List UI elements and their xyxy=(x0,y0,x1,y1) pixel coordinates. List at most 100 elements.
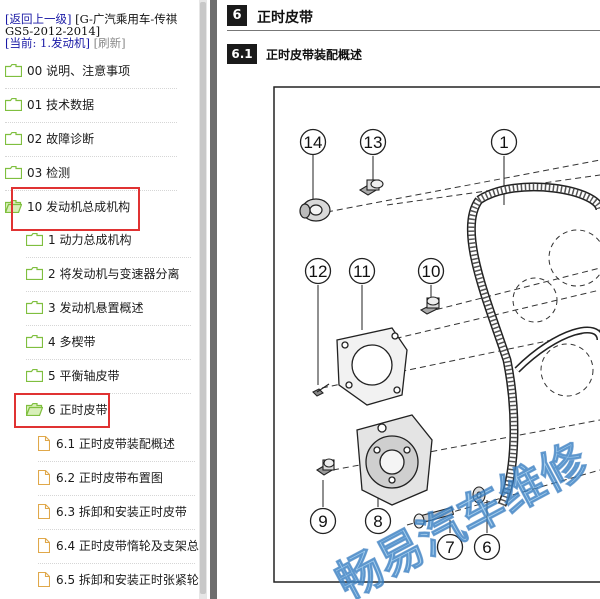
tree-item-2[interactable]: 2 将发动机与变速器分离 xyxy=(26,256,179,290)
tree-item-label: 5 平衡轴皮带 xyxy=(48,368,120,383)
tree-item-label: 6 正时皮带 xyxy=(48,402,108,417)
callout-label: 14 xyxy=(304,133,323,152)
divider xyxy=(38,563,195,564)
callout-9: 9 xyxy=(309,507,337,535)
title-rule xyxy=(227,30,600,31)
divider xyxy=(5,190,177,191)
folder-closed-icon xyxy=(5,97,22,111)
tree-item-3[interactable]: 3 发动机悬置概述 xyxy=(26,290,143,324)
water-pump-part xyxy=(356,414,433,506)
folder-open-icon xyxy=(5,199,22,213)
divider xyxy=(5,156,177,157)
document-viewer: 6 正时皮带 6.1 正时皮带装配概述 xyxy=(217,0,600,599)
callout-label: 10 xyxy=(422,262,441,281)
tree-item-5[interactable]: 5 平衡轴皮带 xyxy=(26,358,119,392)
tree-item-4[interactable]: 4 多楔带 xyxy=(26,324,95,358)
callout-10: 10 xyxy=(417,257,445,285)
tree-item-10[interactable]: 10 发动机总成机构 xyxy=(5,189,130,223)
current-location: 1.发动机] xyxy=(40,36,90,50)
tree-item-6[interactable]: 6 正时皮带 xyxy=(26,392,107,426)
document-icon xyxy=(38,469,50,485)
tree-leaf-6-1[interactable]: 6.1 正时皮带装配概述 xyxy=(38,426,175,460)
divider xyxy=(38,461,195,462)
current-prefix: [当前: xyxy=(5,36,37,50)
document-icon xyxy=(38,435,50,451)
callout-label: 12 xyxy=(309,262,328,281)
folder-closed-icon xyxy=(26,232,43,246)
tree-item-label: 4 多楔带 xyxy=(48,334,96,349)
tree-item-1[interactable]: 1 动力总成机构 xyxy=(26,222,131,256)
callout-7: 7 xyxy=(436,533,464,561)
breadcrumb: [返回上一级] [G-广汽乘用车-传祺GS5-2012-2014] [当前: 1… xyxy=(5,13,195,49)
pane-splitter[interactable] xyxy=(210,0,217,599)
folder-closed-icon xyxy=(5,131,22,145)
diagram-frame xyxy=(273,86,600,583)
folder-closed-icon xyxy=(26,334,43,348)
idler-pulley-part xyxy=(299,198,331,222)
tree-leaf-6-2[interactable]: 6.2 正时皮带布置图 xyxy=(38,460,163,494)
callout-label: 8 xyxy=(373,512,382,531)
callout-14: 14 xyxy=(299,128,327,156)
section-title: 正时皮带 xyxy=(257,10,313,26)
folder-closed-icon xyxy=(5,63,22,77)
highlight-box-timing-belt xyxy=(14,393,110,428)
bolt-13-part xyxy=(358,179,384,196)
callout-label: 11 xyxy=(353,262,371,281)
section-number: 6 xyxy=(227,5,247,26)
tree-leaf-6-4[interactable]: 6.4 正时皮带惰轮及支架总成 xyxy=(38,528,199,562)
back-link[interactable]: [返回上一级] xyxy=(5,12,72,26)
tree-item-02[interactable]: 02 故障诊断 xyxy=(5,121,94,155)
tree-item-00[interactable]: 00 说明、注意事项 xyxy=(5,53,130,87)
tree-leaf-label: 6.4 正时皮带惰轮及支架总成 xyxy=(56,538,199,553)
folder-closed-icon xyxy=(26,368,43,382)
tree-leaf-6-3[interactable]: 6.3 拆卸和安装正时皮带 xyxy=(38,494,187,528)
folder-closed-icon xyxy=(26,266,43,280)
callout-12: 12 xyxy=(304,257,332,285)
bolt-10-part xyxy=(419,296,440,315)
pulley-outlines xyxy=(512,229,600,397)
divider xyxy=(5,88,177,89)
washer-6-part xyxy=(472,486,486,504)
callout-label: 6 xyxy=(482,538,491,557)
callout-11: 11 xyxy=(348,257,376,285)
tree-leaf-label: 6.2 正时皮带布置图 xyxy=(56,470,163,485)
subsection-title: 正时皮带装配概述 xyxy=(266,48,363,62)
document-icon xyxy=(38,571,50,587)
divider xyxy=(26,325,191,326)
folder-closed-icon xyxy=(5,165,22,179)
divider xyxy=(5,122,177,123)
callout-8: 8 xyxy=(364,507,392,535)
tree-item-label: 00 说明、注意事项 xyxy=(27,63,131,78)
tree-leaf-label: 6.1 正时皮带装配概述 xyxy=(56,436,175,451)
tree-leaf-6-5[interactable]: 6.5 拆卸和安装正时张紧轮 xyxy=(38,562,199,596)
callout-label: 7 xyxy=(445,538,454,557)
scrollbar-thumb[interactable] xyxy=(200,2,206,594)
callout-13: 13 xyxy=(359,128,387,156)
tree-item-label: 2 将发动机与变速器分离 xyxy=(48,266,180,281)
tree-item-label: 3 发动机悬置概述 xyxy=(48,300,144,315)
divider xyxy=(26,257,191,258)
bolt-9-part xyxy=(315,458,336,476)
bolt-12-part xyxy=(312,383,330,397)
bolt-7-part xyxy=(413,506,455,529)
divider xyxy=(26,291,191,292)
navigation-tree-panel: [返回上一级] [G-广汽乘用车-传祺GS5-2012-2014] [当前: 1… xyxy=(0,0,199,599)
tree-item-label: 03 检测 xyxy=(27,165,71,180)
divider xyxy=(38,529,195,530)
document-icon xyxy=(38,537,50,553)
folder-closed-icon xyxy=(26,300,43,314)
tree-item-label: 01 技术数据 xyxy=(27,97,95,112)
callout-label: 1 xyxy=(499,133,508,152)
tree-item-01[interactable]: 01 技术数据 xyxy=(5,87,94,121)
tree-leaf-label: 6.3 拆卸和安装正时皮带 xyxy=(56,504,187,519)
tree-item-label: 10 发动机总成机构 xyxy=(27,199,131,214)
tree-scrollbar[interactable] xyxy=(199,0,207,599)
refresh-link[interactable]: [刷新] xyxy=(93,36,126,50)
callout-label: 13 xyxy=(364,133,383,152)
divider xyxy=(26,359,191,360)
tree-item-label: 02 故障诊断 xyxy=(27,131,95,146)
callout-1: 1 xyxy=(490,128,518,156)
timing-belt-shape xyxy=(466,182,600,507)
tree-item-03[interactable]: 03 检测 xyxy=(5,155,70,189)
